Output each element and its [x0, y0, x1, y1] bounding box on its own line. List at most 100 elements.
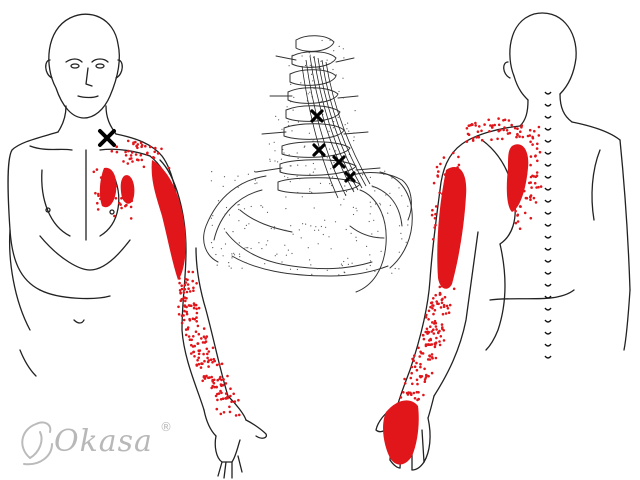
- texture-dot: [269, 158, 271, 160]
- pain-dot: [436, 175, 440, 178]
- pain-dot: [519, 130, 522, 133]
- pain-dot: [115, 150, 119, 154]
- pain-dot: [237, 398, 240, 402]
- texture-dot: [232, 231, 234, 233]
- pain-dot: [126, 162, 130, 165]
- texture-dot: [328, 130, 330, 132]
- texture-dot: [243, 208, 246, 210]
- texture-dot: [277, 161, 279, 163]
- texture-dot: [374, 190, 376, 192]
- pain-dot: [197, 332, 201, 336]
- pain-dot: [135, 158, 139, 161]
- pain-dot: [427, 374, 430, 378]
- spinous-process: [544, 247, 552, 251]
- pain-dot: [435, 336, 438, 340]
- pain-dot: [224, 392, 228, 395]
- pain-dot: [205, 335, 209, 338]
- texture-dot: [343, 198, 345, 200]
- pain-dot: [442, 156, 446, 159]
- texture-dot: [332, 176, 334, 178]
- texture-dot: [312, 171, 314, 173]
- pain-dot: [215, 407, 219, 411]
- pain-dot: [217, 392, 221, 395]
- pain-dot: [96, 201, 99, 205]
- texture-dot: [296, 152, 298, 154]
- pain-dot: [430, 213, 434, 217]
- pain-dot: [104, 196, 108, 200]
- pain-dot: [417, 397, 421, 401]
- pain-dot: [503, 118, 507, 122]
- texture-dot: [286, 106, 288, 108]
- texture-dot: [351, 262, 353, 264]
- texture-dot: [288, 65, 290, 67]
- pain-dot: [491, 126, 494, 129]
- pain-dot: [206, 352, 209, 356]
- pain-dot: [200, 337, 203, 340]
- pain-dot: [196, 342, 199, 345]
- pain-dot: [432, 312, 435, 316]
- texture-dot: [340, 204, 342, 206]
- pain-dot: [156, 152, 160, 155]
- pain-dot: [488, 130, 491, 133]
- pain-dot: [535, 147, 539, 150]
- texture-dot: [302, 223, 304, 225]
- pain-dot: [232, 392, 235, 396]
- pain-dot: [505, 129, 509, 132]
- pain-dot: [100, 193, 103, 196]
- pain-dot: [445, 304, 449, 308]
- texture-dot: [296, 268, 298, 271]
- pain-dot: [514, 209, 517, 213]
- texture-dot: [297, 164, 299, 166]
- pain-dot: [180, 321, 184, 325]
- texture-dot: [269, 160, 271, 162]
- pain-dot: [122, 160, 125, 163]
- pain-dot: [195, 307, 198, 311]
- pain-dot: [399, 396, 403, 399]
- pain-dot: [118, 201, 121, 205]
- spinous-process: [544, 235, 552, 239]
- pain-dot: [443, 173, 447, 176]
- pain-dot: [510, 123, 513, 127]
- pain-dot: [195, 316, 198, 319]
- pain-dot: [538, 150, 542, 154]
- texture-dot: [335, 150, 337, 152]
- texture-dot: [329, 89, 331, 91]
- texture-dot: [340, 263, 343, 265]
- texture-dot: [297, 121, 299, 123]
- texture-dot: [280, 170, 282, 172]
- pain-dot: [190, 338, 193, 342]
- pain-dot: [443, 295, 447, 299]
- pain-dot: [144, 144, 147, 148]
- pain-dot: [99, 176, 103, 179]
- texture-dot: [373, 219, 375, 221]
- pain-dot: [434, 212, 437, 216]
- front-body-figure: [7, 13, 268, 479]
- back-pain-dots: [392, 117, 543, 418]
- texture-dot: [383, 173, 385, 175]
- pain-dot: [197, 306, 201, 310]
- pain-dot: [411, 382, 414, 386]
- texture-dot: [292, 109, 294, 111]
- pain-dot: [415, 390, 419, 394]
- texture-dot: [228, 265, 230, 267]
- texture-dot: [391, 177, 393, 179]
- pain-dot: [120, 197, 123, 200]
- pain-dot: [525, 196, 529, 200]
- pain-dot: [523, 163, 526, 167]
- texture-dot: [311, 273, 313, 275]
- pain-dot: [208, 376, 211, 379]
- pain-dot: [134, 140, 137, 144]
- pain-dot: [216, 398, 219, 402]
- pain-dot: [497, 123, 501, 127]
- pain-dot: [429, 301, 433, 305]
- texture-dot: [353, 132, 355, 134]
- pain-dot: [412, 391, 416, 395]
- texture-dot: [329, 39, 331, 41]
- pain-dot: [424, 376, 428, 379]
- texture-dot: [319, 182, 322, 184]
- pain-dot: [124, 154, 128, 157]
- texture-dot: [370, 206, 372, 208]
- texture-dot: [290, 83, 292, 85]
- texture-dot: [250, 205, 252, 208]
- pain-dot: [179, 299, 183, 303]
